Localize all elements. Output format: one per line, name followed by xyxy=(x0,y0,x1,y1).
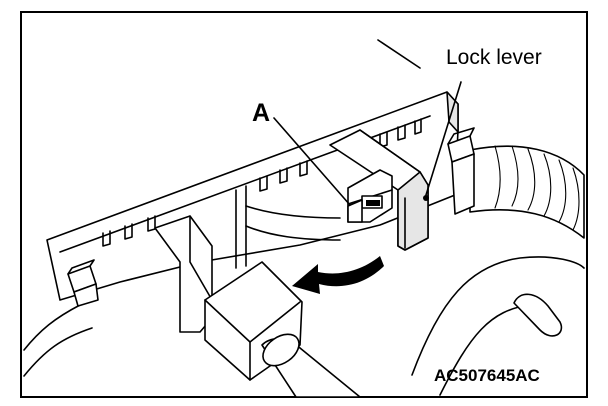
label-lock-lever: Lock lever xyxy=(446,46,542,69)
connector-housing xyxy=(329,129,429,251)
leader-line-lock-lever xyxy=(425,81,462,196)
background-disc xyxy=(411,256,585,396)
right-clip xyxy=(447,127,475,215)
rotation-arrow-icon xyxy=(292,256,384,294)
right-harness xyxy=(469,145,585,239)
leader-line-a xyxy=(273,117,351,206)
left-harness xyxy=(23,304,93,377)
label-a: A xyxy=(252,99,270,127)
edge-line xyxy=(377,39,421,69)
left-clip xyxy=(67,259,99,307)
comb-teeth xyxy=(102,118,422,247)
lower-block xyxy=(204,261,361,398)
figure-code: AC507645AC xyxy=(434,366,540,385)
